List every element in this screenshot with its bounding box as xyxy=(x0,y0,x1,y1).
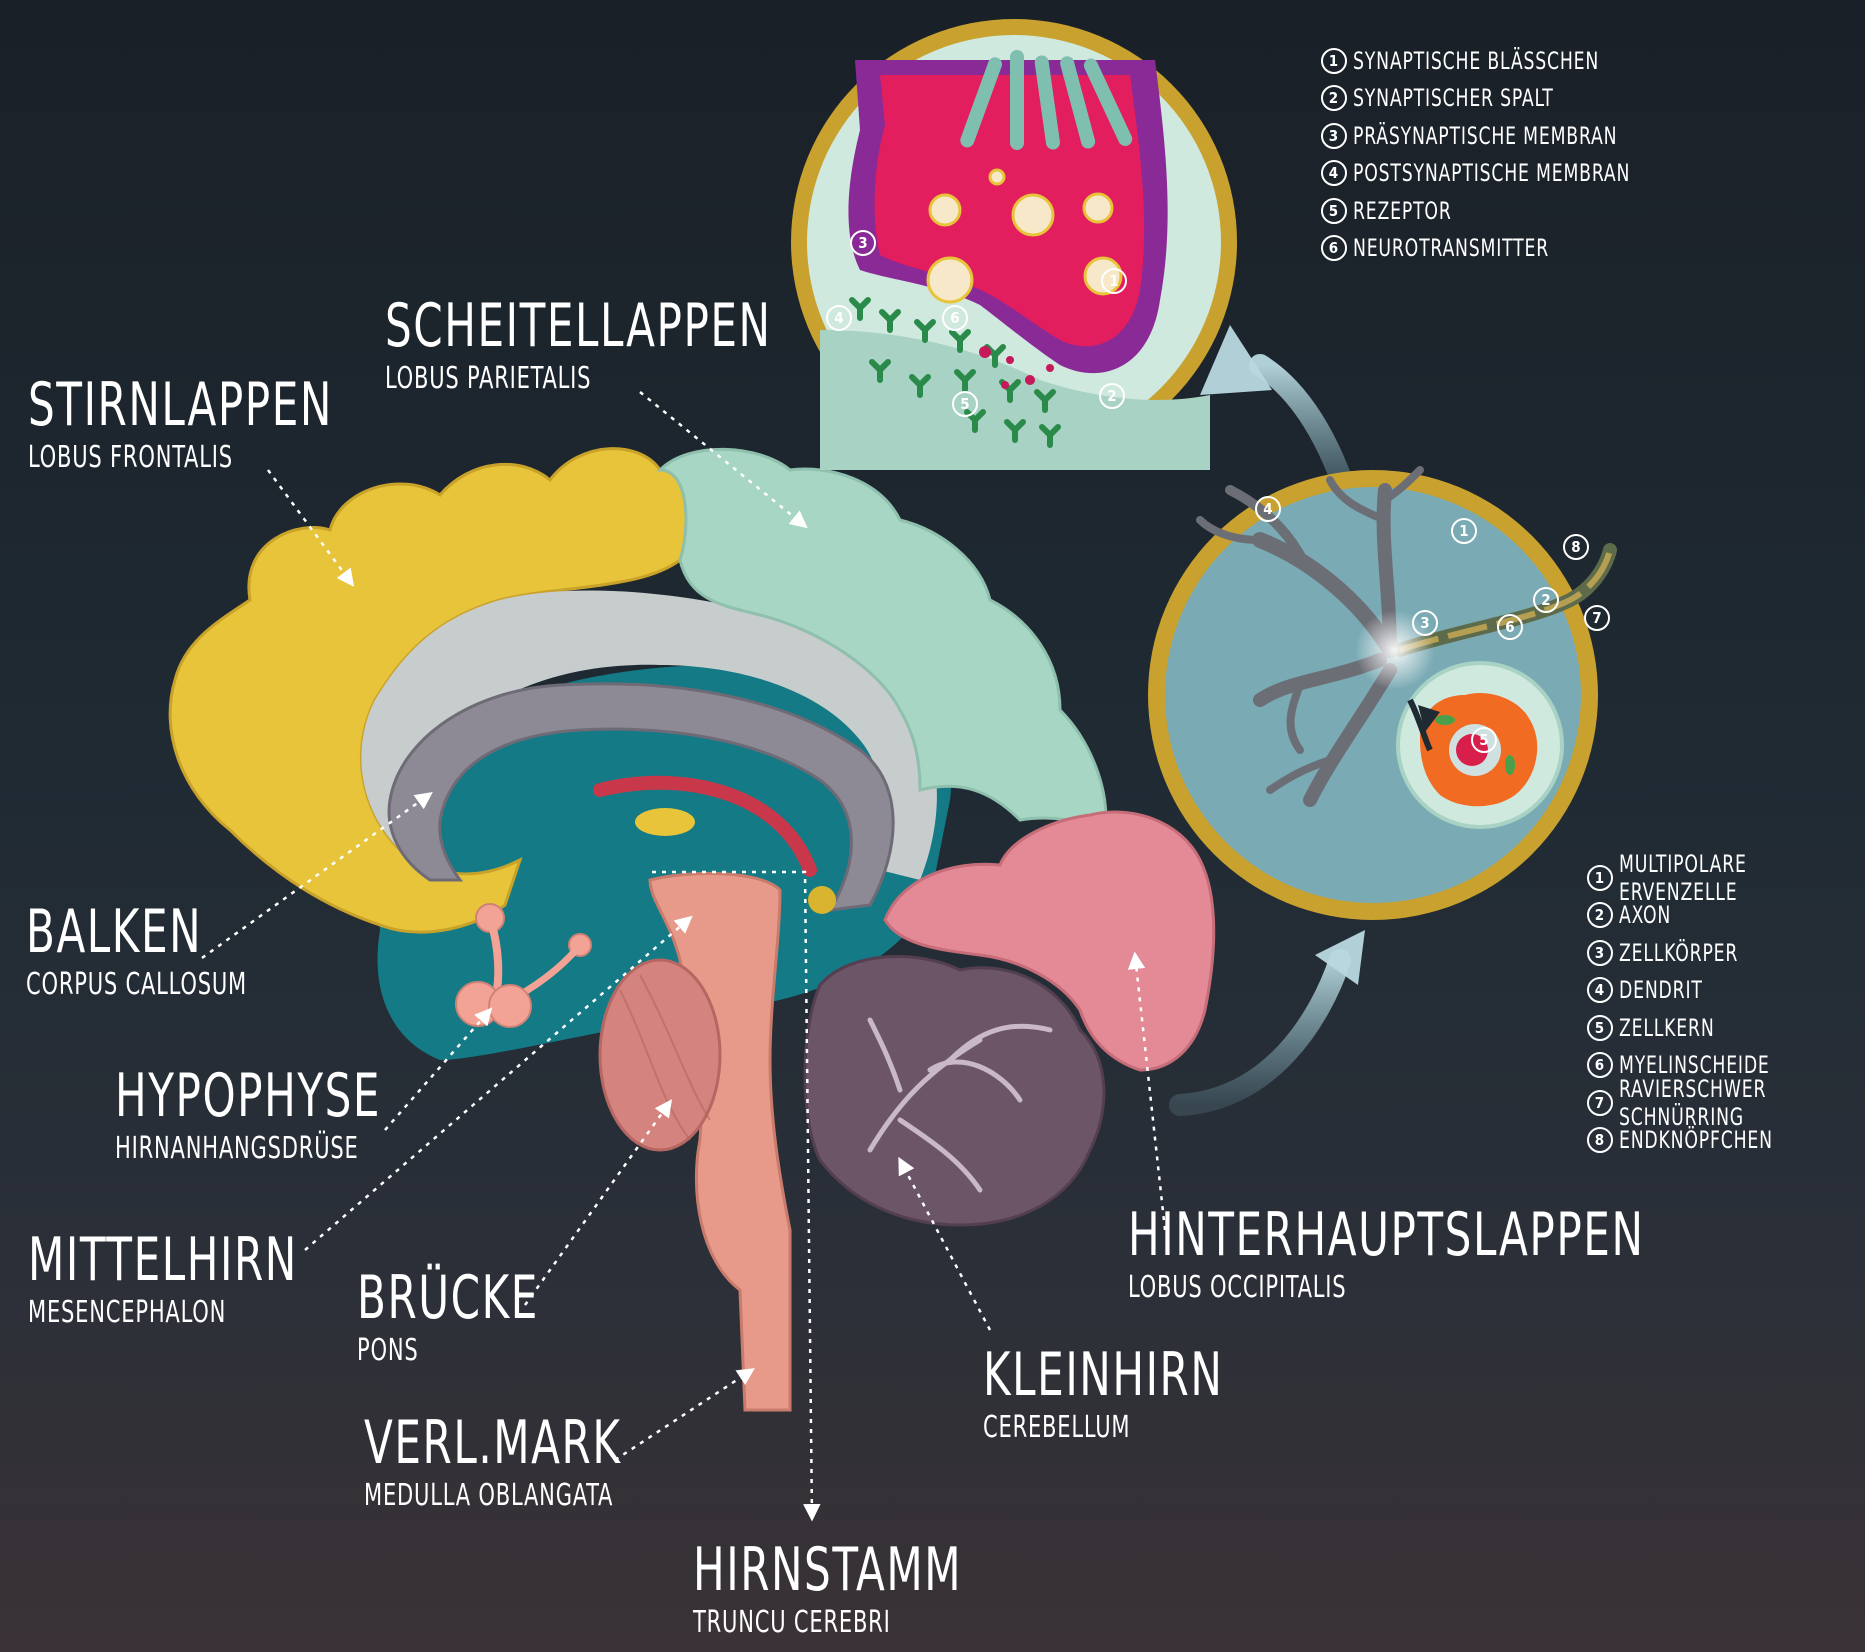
neuron-marker-6: 6 xyxy=(1497,614,1523,640)
legend-number: 1 xyxy=(1587,865,1613,891)
legend-number: 6 xyxy=(1587,1052,1613,1078)
neuron-marker-4: 4 xyxy=(1255,496,1281,522)
label-hypophyse: Hypophyse Hirnanhangsdrüse xyxy=(115,1066,456,1164)
scheitellappen-title: Scheitellappen xyxy=(385,296,772,356)
legend-number: 6 xyxy=(1321,235,1347,261)
synapse-legend: 1Synaptische Bläßchen 2Synaptischer Spal… xyxy=(1321,42,1699,267)
neuron-legend: 1Multipolare ervenzelle 2Axon 3Zellkörpe… xyxy=(1587,859,1865,1159)
legend-text: Multipolare ervenzelle xyxy=(1619,850,1816,906)
bruecke-subtitle: Pons xyxy=(357,1336,539,1366)
legend-text: Synaptischer Spalt xyxy=(1353,84,1554,112)
scheitellappen-subtitle: Lobus parietalis xyxy=(385,364,772,394)
thalamus xyxy=(635,808,695,836)
neuron-marker-7: 7 xyxy=(1584,605,1610,631)
neuron-marker-2: 2 xyxy=(1533,587,1559,613)
legend-number: 1 xyxy=(1321,48,1347,74)
legend-number: 2 xyxy=(1321,85,1347,111)
verlmark-title: Verl.Mark xyxy=(364,1413,621,1473)
hypophyse-subtitle: Hirnanhangsdrüse xyxy=(115,1134,381,1164)
label-scheitellappen: Scheitellappen Lobus parietalis xyxy=(385,296,881,394)
neuron-marker-3: 3 xyxy=(1412,610,1438,636)
label-kleinhirn: Kleinhirn Cerebellum xyxy=(983,1345,1291,1443)
neuron-marker-8: 8 xyxy=(1563,534,1589,560)
verlmark-subtitle: Medulla oblangata xyxy=(364,1481,621,1511)
legend-number: 7 xyxy=(1587,1090,1613,1116)
legend-number: 5 xyxy=(1587,1015,1613,1041)
neuron-legend-item: 3Zellkörper xyxy=(1587,934,1865,972)
synapse-marker-3: 3 xyxy=(850,230,876,256)
synapse-marker-2: 2 xyxy=(1099,383,1125,409)
legend-number: 2 xyxy=(1587,902,1613,928)
legend-text: Ravierschwer Schnürring xyxy=(1619,1075,1816,1131)
label-balken: Balken Corpus callosum xyxy=(26,902,309,1000)
neuron-legend-item: 5Zellkern xyxy=(1587,1009,1865,1047)
synapse-legend-item: 1Synaptische Bläßchen xyxy=(1321,42,1699,80)
legend-text: Postsynaptische Membran xyxy=(1353,159,1630,187)
legend-number: 4 xyxy=(1321,160,1347,186)
legend-text: Synaptische Bläßchen xyxy=(1353,47,1599,75)
pons xyxy=(600,960,720,1150)
synapse-legend-item: 6Neurotransmitter xyxy=(1321,230,1699,268)
legend-number: 8 xyxy=(1587,1127,1613,1153)
synapse-legend-item: 2Synaptischer Spalt xyxy=(1321,80,1699,118)
legend-text: Dendrit xyxy=(1619,976,1703,1004)
label-verlmark: Verl.Mark Medulla oblangata xyxy=(364,1413,694,1511)
legend-text: Zellkörper xyxy=(1619,939,1738,967)
legend-text: Zellkern xyxy=(1619,1014,1715,1042)
neuron-legend-item: 7Ravierschwer Schnürring xyxy=(1587,1084,1865,1122)
legend-text: Axon xyxy=(1619,901,1671,929)
neuron-marker-5: 5 xyxy=(1471,727,1497,753)
legend-text: Präsynaptische Membran xyxy=(1353,122,1617,150)
label-hinterhauptslappen: Hinterhauptslappen Lobus occipitalis xyxy=(1128,1205,1790,1303)
neuron-legend-item: 8Endknöpfchen xyxy=(1587,1122,1865,1160)
cerebellum xyxy=(805,956,1104,1225)
kleinhirn-title: Kleinhirn xyxy=(983,1345,1223,1405)
label-bruecke: Brücke Pons xyxy=(357,1268,590,1366)
label-stirnlappen: Stirnlappen Lobus frontalis xyxy=(28,375,419,473)
mittelhirn-title: Mittelhirn xyxy=(28,1230,298,1290)
synapse-legend-item: 3Präsynaptische Membran xyxy=(1321,117,1699,155)
hypophyse-title: Hypophyse xyxy=(115,1066,381,1126)
synapse-marker-1: 1 xyxy=(1101,268,1127,294)
synapse-marker-5: 5 xyxy=(952,391,978,417)
legend-text: Neurotransmitter xyxy=(1353,234,1549,262)
neuron-marker-1: 1 xyxy=(1451,518,1477,544)
neuron-legend-item: 1Multipolare ervenzelle xyxy=(1587,859,1865,897)
hinterhauptslappen-subtitle: Lobus occipitalis xyxy=(1128,1273,1645,1303)
synapse-marker-6: 6 xyxy=(942,305,968,331)
hinterhauptslappen-title: Hinterhauptslappen xyxy=(1128,1205,1645,1265)
kleinhirn-subtitle: Cerebellum xyxy=(983,1413,1223,1443)
balken-subtitle: Corpus callosum xyxy=(26,970,247,1000)
hirnstamm-subtitle: Truncu cerebri xyxy=(693,1608,962,1638)
legend-number: 3 xyxy=(1587,940,1613,966)
bruecke-title: Brücke xyxy=(357,1268,539,1328)
legend-text: Rezeptor xyxy=(1353,197,1452,225)
synapse-legend-item: 5Rezeptor xyxy=(1321,192,1699,230)
label-hirnstamm: Hirnstamm Truncu cerebri xyxy=(693,1540,1038,1638)
stirnlappen-subtitle: Lobus frontalis xyxy=(28,443,333,473)
legend-number: 5 xyxy=(1321,198,1347,224)
balken-title: Balken xyxy=(26,902,247,962)
stirnlappen-title: Stirnlappen xyxy=(28,375,333,435)
legend-text: Endknöpfchen xyxy=(1619,1126,1773,1154)
pineal xyxy=(808,886,836,914)
neuron-legend-item: 4Dendrit xyxy=(1587,972,1865,1010)
synapse-legend-item: 4Postsynaptische Membran xyxy=(1321,155,1699,193)
hirnstamm-title: Hirnstamm xyxy=(693,1540,962,1600)
label-mittelhirn: Mittelhirn Mesencephalon xyxy=(28,1230,374,1328)
legend-number: 4 xyxy=(1587,977,1613,1003)
legend-number: 3 xyxy=(1321,123,1347,149)
neuron-circle xyxy=(1148,470,1610,920)
mittelhirn-subtitle: Mesencephalon xyxy=(28,1298,298,1328)
